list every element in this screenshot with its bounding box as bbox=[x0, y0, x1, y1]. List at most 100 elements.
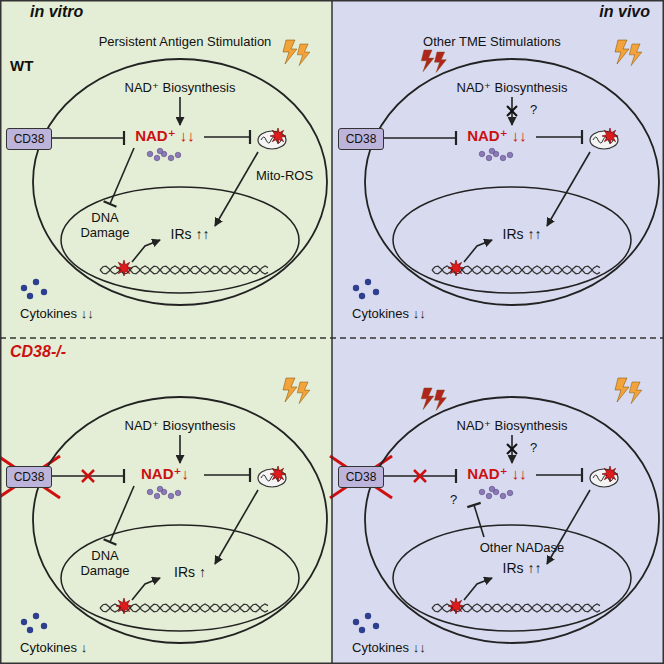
damage-star bbox=[448, 260, 464, 276]
panel-illustration bbox=[0, 0, 332, 338]
label-text: Cytokines ↓↓ bbox=[20, 306, 94, 322]
lightning-bolt bbox=[615, 40, 629, 64]
panel-illustration bbox=[332, 0, 664, 338]
cytokine-dot bbox=[373, 623, 379, 629]
inhibition-line bbox=[536, 474, 582, 476]
nad-molecule bbox=[507, 490, 513, 496]
label-text: NAD⁺ ↓↓ bbox=[467, 466, 527, 482]
nad-molecule bbox=[486, 493, 492, 499]
inhibition-bar bbox=[455, 131, 457, 145]
cell-membrane bbox=[364, 396, 660, 644]
condition-panel: IRs ↑↑NAD⁺ Biosynthesis?NAD⁺ ↓↓CD38in vi… bbox=[332, 0, 664, 338]
label-text: Cytokines ↓↓ bbox=[352, 306, 426, 322]
damage-star bbox=[270, 466, 286, 482]
ros-arrow bbox=[547, 152, 590, 226]
nad-molecule bbox=[479, 151, 485, 157]
panel-divider bbox=[331, 0, 333, 664]
activation-arrow bbox=[132, 578, 160, 600]
label-text: CD38 bbox=[14, 469, 45, 485]
label-text: DNA Damage bbox=[75, 210, 135, 240]
inhibition-bar bbox=[467, 503, 480, 507]
block-mark bbox=[507, 444, 517, 454]
label-text: Other NADase bbox=[480, 540, 565, 556]
nad-molecule bbox=[507, 152, 513, 158]
t-cell: DNA DamageIRs ↑ NAD⁺ BiosynthesisNAD⁺↓ bbox=[32, 396, 328, 644]
label-text: CD38 bbox=[346, 131, 377, 147]
lightning-bolt bbox=[434, 390, 446, 410]
nucleus-outline bbox=[393, 187, 631, 293]
label-text: NAD⁺ Biosynthesis bbox=[125, 418, 236, 434]
synthesis-arrow bbox=[179, 97, 181, 125]
inhibition-bar bbox=[123, 131, 125, 145]
panel-ground bbox=[332, 338, 664, 664]
nucleus: DNA DamageIRs ↑ bbox=[60, 524, 300, 632]
label-text: CD38 bbox=[346, 469, 377, 485]
label-text: CD38-/- bbox=[10, 344, 66, 360]
label-text: DNA Damage bbox=[75, 548, 135, 578]
panel-ground bbox=[0, 0, 332, 338]
label-text: NAD⁺ Biosynthesis bbox=[457, 80, 568, 96]
nad-molecule bbox=[154, 155, 160, 161]
cd38-receptor: CD38 bbox=[338, 466, 384, 488]
cytokine-dot bbox=[373, 289, 379, 295]
label-text: NAD⁺ Biosynthesis bbox=[457, 418, 568, 434]
label-text: NAD⁺↓ bbox=[141, 466, 189, 482]
cytokine-dot bbox=[365, 279, 371, 285]
knockout-mark bbox=[414, 470, 426, 482]
lightning-bolt bbox=[629, 382, 642, 404]
label-text: NAD⁺ ↓↓ bbox=[135, 128, 195, 144]
label-text: Cytokines ↓↓ bbox=[352, 640, 426, 656]
label-text: Other TME Stimulations bbox=[423, 34, 561, 50]
lightning-bolt bbox=[434, 52, 446, 72]
nucleus-outline bbox=[393, 525, 631, 631]
block-mark bbox=[507, 444, 517, 454]
nad-molecule bbox=[154, 493, 160, 499]
membrane-outline bbox=[33, 59, 327, 305]
membrane-outline bbox=[365, 397, 659, 643]
label-text: ? bbox=[530, 440, 537, 456]
inhibition-bar bbox=[455, 469, 457, 483]
lightning-bolt bbox=[629, 44, 642, 66]
damage-star bbox=[602, 128, 618, 144]
t-cell: IRs ↑↑NAD⁺ Biosynthesis?NAD⁺ ↓↓ bbox=[364, 58, 660, 306]
label-text: IRs ↑ bbox=[174, 564, 206, 580]
nucleus: Other NADaseIRs ↑↑ bbox=[392, 524, 632, 632]
label-text: IRs ↑↑ bbox=[503, 560, 542, 576]
nad-molecule bbox=[168, 493, 174, 499]
panel-illustration bbox=[330, 338, 664, 664]
cytokine-dot bbox=[353, 619, 359, 625]
cd38-receptor: CD38 bbox=[6, 466, 52, 488]
t-cell: DNA DamageIRs ↑↑NAD⁺ BiosynthesisNAD⁺ ↓↓… bbox=[32, 58, 328, 306]
lightning-bolt bbox=[297, 44, 310, 66]
nad-molecule bbox=[157, 148, 163, 154]
label-text: CD38 bbox=[14, 131, 45, 147]
damage-star bbox=[116, 598, 132, 614]
cd38-receptor: CD38 bbox=[6, 128, 52, 150]
cytokine-dot bbox=[33, 613, 39, 619]
nucleus-outline bbox=[61, 525, 299, 631]
damage-star bbox=[602, 466, 618, 482]
inhibition-bar bbox=[581, 468, 583, 482]
cytokine-dot bbox=[359, 293, 365, 299]
nucleus: DNA DamageIRs ↑↑ bbox=[60, 186, 300, 294]
lightning-bolt bbox=[283, 40, 297, 64]
inhibition-bar bbox=[104, 539, 117, 545]
cytokine-dot bbox=[21, 619, 27, 625]
lightning-bolt bbox=[421, 388, 434, 410]
nad-molecule bbox=[479, 489, 485, 495]
inhibition-line bbox=[204, 474, 250, 476]
nucleus-outline bbox=[61, 187, 299, 293]
block-mark bbox=[507, 106, 517, 116]
activation-arrow bbox=[464, 578, 492, 600]
ros-arrow bbox=[215, 490, 258, 564]
cd38-receptor: CD38 bbox=[338, 128, 384, 150]
cytokine-dot bbox=[33, 279, 39, 285]
label-text: Cytokines ↓ bbox=[20, 640, 87, 656]
ros-arrow bbox=[215, 152, 258, 226]
activation-arrow bbox=[132, 240, 160, 262]
inhibition-bar bbox=[123, 469, 125, 483]
nad-molecule bbox=[147, 489, 153, 495]
inhibition-bar bbox=[104, 201, 117, 207]
synthesis-arrow bbox=[179, 435, 181, 463]
